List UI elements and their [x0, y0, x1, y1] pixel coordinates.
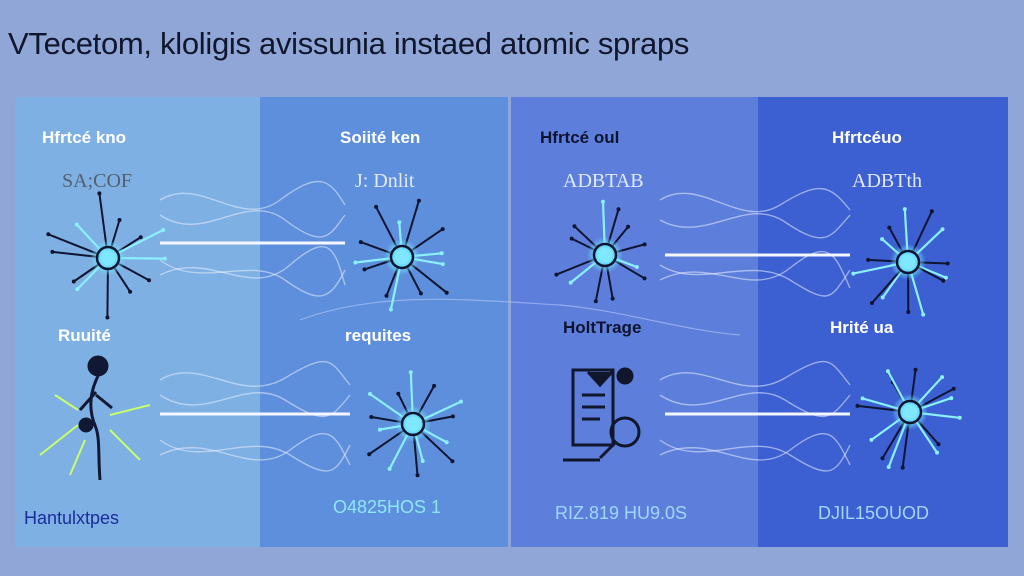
- wave-connector-icon: [159, 360, 351, 472]
- panel-3-mid-label: HoltTrage: [563, 318, 642, 337]
- panel-3: [511, 97, 758, 547]
- magnifier-icon: [563, 367, 641, 462]
- panel-4-footer: DJIL15OUOD: [818, 503, 930, 523]
- wave-connector-icon: [659, 360, 851, 472]
- page-title: VTecetom, kloligis avissunia instaed ato…: [8, 26, 690, 61]
- starburst-node-icon: [554, 199, 647, 304]
- panel-2-mid-label: requites: [345, 326, 412, 345]
- panel-4-top-label: Hfrtcéuo: [832, 128, 902, 147]
- starburst-node-icon: [46, 191, 167, 320]
- panel-3-sub-label: ADBTAB: [563, 170, 644, 192]
- panel-4: [758, 97, 1008, 547]
- arc-connector: [299, 298, 741, 336]
- starburst-node-icon: [367, 370, 463, 478]
- panel-2-top-label: Soiité ken: [340, 128, 421, 147]
- document-icon: [571, 368, 615, 447]
- panel-1: [15, 97, 260, 547]
- starburst-node-icon: [353, 198, 449, 312]
- wave-connector-icon: [659, 188, 851, 297]
- starburst-node-icon: [851, 207, 950, 317]
- panel-1-footer: Hantulxtpes: [24, 508, 120, 528]
- panel-2: [260, 97, 508, 547]
- panel-2-sub-label: J: Dnlit: [355, 170, 415, 192]
- panel-2-footer: O4825HOS 1: [333, 497, 442, 517]
- wave-connector-icon: [159, 180, 346, 297]
- panel-1-top-label: Hfrtcé kno: [42, 128, 127, 147]
- panel-3-footer: RIZ.819 HU9.0S: [555, 503, 688, 523]
- panel-3-top-label: Hfrtcé oul: [540, 128, 620, 147]
- panel-1-sub-label: SA;COF: [62, 170, 133, 192]
- panel-1-mid-label: Ruuité: [58, 326, 111, 345]
- person-icon: [39, 355, 151, 481]
- panel-4-sub-label: ADBTth: [852, 170, 922, 192]
- panel-4-mid-label: Hrité ua: [830, 318, 894, 337]
- starburst-node-icon: [855, 367, 962, 470]
